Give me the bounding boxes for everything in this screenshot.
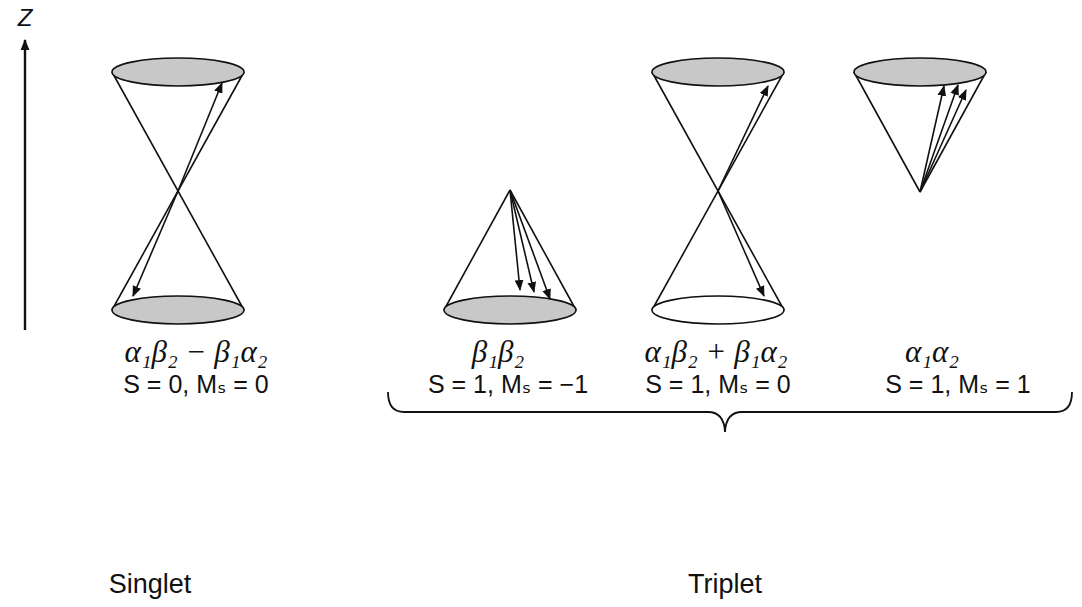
spin-quantum-numbers-holder: S = 1, Mₛ = −1 — [428, 370, 588, 399]
spin-function-holder: β₁β₂ — [472, 334, 524, 370]
multiplicity-label-holder: Triplet — [688, 569, 762, 600]
spin-down-cone — [444, 190, 576, 324]
spin-quantum-numbers: S = 1, Mₛ = 1 — [885, 370, 1031, 398]
singlet-hourglass-cone — [112, 58, 244, 324]
spin-quantum-numbers-holder: S = 1, Mₛ = 0 — [645, 370, 791, 399]
z-axis — [24, 40, 26, 330]
spin-function: β₁β₂ — [472, 334, 524, 369]
spin-function: α₁α₂ — [905, 334, 959, 369]
spin-function-holder: α₁β₂ − β₁α₂ — [125, 334, 268, 370]
spin-quantum-numbers: S = 1, Mₛ = 0 — [645, 370, 791, 398]
multiplicity-label-holder: Singlet — [109, 569, 192, 600]
axis-label-holder: Z — [18, 4, 33, 32]
triplet-zero-hourglass-cone — [652, 58, 784, 324]
spin-quantum-numbers: S = 1, Mₛ = −1 — [428, 370, 588, 398]
spin-quantum-numbers: S = 0, Mₛ = 0 — [123, 370, 269, 398]
spin-function: α₁β₂ + β₁α₂ — [645, 334, 788, 369]
spin-function-holder: α₁α₂ — [905, 334, 959, 370]
spin-function-holder: α₁β₂ + β₁α₂ — [645, 334, 788, 370]
spin-quantum-numbers-holder: S = 0, Mₛ = 0 — [123, 370, 269, 399]
axis-label: Z — [18, 4, 33, 31]
multiplicity-label: Singlet — [109, 569, 192, 599]
spin-up-cone — [854, 58, 986, 192]
spin-function: α₁β₂ − β₁α₂ — [125, 334, 268, 369]
triplet-brace — [388, 392, 1072, 432]
multiplicity-label: Triplet — [688, 569, 762, 599]
spin-quantum-numbers-holder: S = 1, Mₛ = 1 — [885, 370, 1031, 399]
